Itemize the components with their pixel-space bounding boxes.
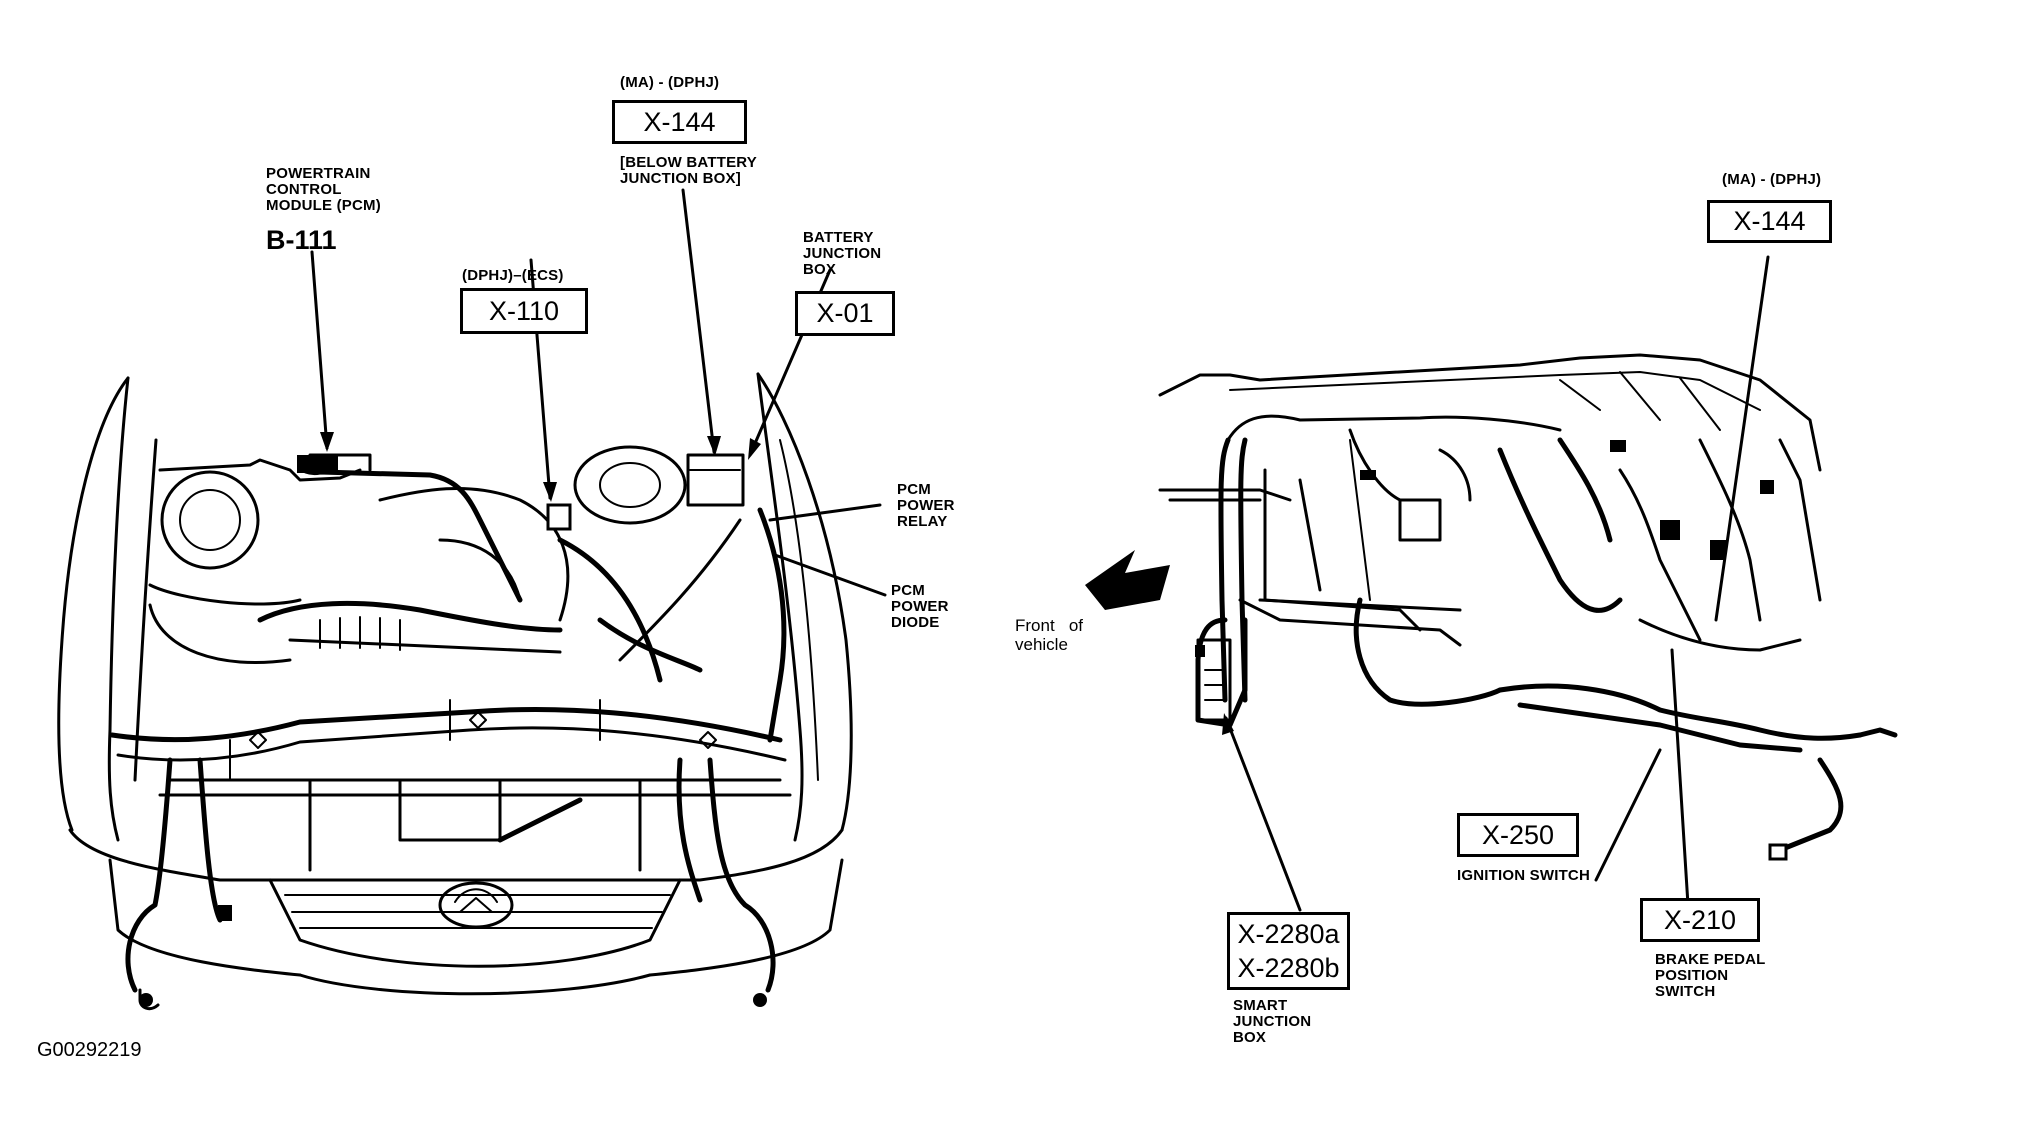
engine-compartment-illustration: [57, 372, 853, 1011]
x144-engine-qualifier: (MA) - (DPHJ): [620, 74, 720, 91]
x250-code: X-250: [1481, 819, 1555, 850]
front-of-vehicle-arrow: [1085, 550, 1170, 610]
x01-connector-callout[interactable]: X-01: [795, 291, 895, 336]
x2280b-code: X-2280b: [1237, 953, 1340, 983]
x2280a-code: X-2280a: [1237, 919, 1340, 949]
x144-dash-qualifier: (MA) - (DPHJ): [1722, 171, 1822, 188]
pcm-power-diode-label: PCM POWER DIODE: [891, 582, 949, 631]
x144-engine-connector-callout[interactable]: X-144: [612, 100, 747, 144]
engine-leader-lines: [310, 188, 887, 597]
x210-code: X-210: [1663, 904, 1737, 935]
figure-id: G00292219: [37, 1039, 142, 1061]
battery-junction-box-description: BATTERY JUNCTION BOX: [803, 229, 882, 278]
x144-dash-code: X-144: [1733, 206, 1806, 236]
instrument-panel-illustration: [1085, 353, 1898, 861]
dash-leader-lines: [1222, 255, 1770, 912]
x01-code: X-01: [816, 298, 874, 328]
x144-dash-connector-callout[interactable]: X-144: [1707, 200, 1832, 243]
x144-engine-description: [BELOW BATTERY JUNCTION BOX]: [620, 154, 757, 187]
pcm-description: POWERTRAIN CONTROL MODULE (PCM): [266, 165, 381, 214]
x2280-connector-callout[interactable]: X-2280a X-2280b: [1227, 912, 1350, 990]
ignition-switch-label: IGNITION SWITCH: [1457, 867, 1590, 884]
brake-pedal-position-switch-label: BRAKE PEDAL POSITION SWITCH: [1655, 951, 1766, 1000]
x110-connector-callout[interactable]: X-110: [460, 288, 588, 334]
x110-qualifier: (DPHJ)–(ECS): [462, 267, 564, 284]
x110-code: X-110: [488, 295, 560, 326]
pcm-code: B-111: [266, 225, 337, 255]
x210-connector-callout[interactable]: X-210: [1640, 898, 1760, 942]
front-of-vehicle-label: Front of vehicle: [1015, 616, 1084, 654]
smart-junction-box-label: SMART JUNCTION BOX: [1233, 997, 1312, 1046]
x250-connector-callout[interactable]: X-250: [1457, 813, 1579, 857]
x144-engine-code: X-144: [643, 106, 716, 137]
pcm-power-relay-label: PCM POWER RELAY: [897, 481, 955, 530]
